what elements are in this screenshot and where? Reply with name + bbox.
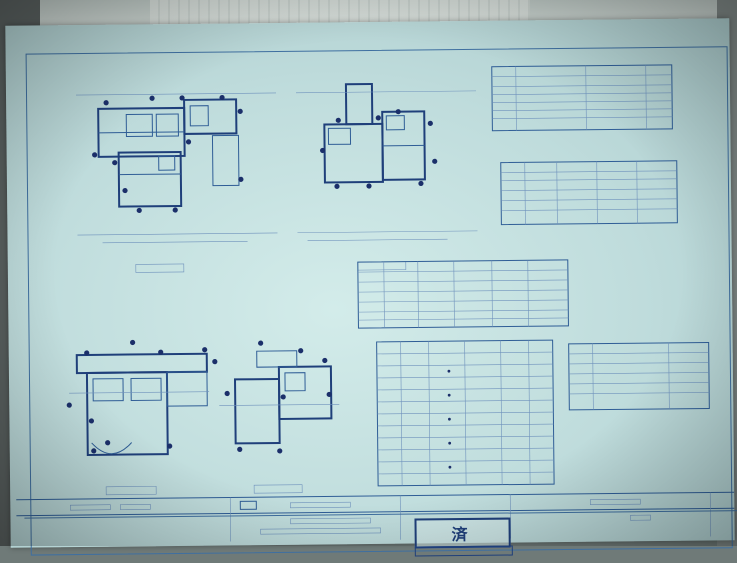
floor-plan-2 (296, 83, 478, 271)
table-5 (569, 342, 710, 409)
blueprint-sheet: 済 (5, 18, 734, 548)
table-4 (377, 340, 554, 486)
stamp-text: 済 (451, 521, 473, 545)
title-block (24, 510, 737, 563)
floor-plan-4 (219, 340, 341, 494)
table-1 (492, 65, 673, 131)
approval-stamp: 済 (414, 518, 510, 549)
table-2 (501, 161, 678, 225)
table-3 (358, 260, 569, 328)
floor-plan-3 (66, 339, 219, 495)
stamp-subline (415, 546, 513, 557)
floor-plan-1 (76, 93, 278, 273)
drawing-linework (5, 18, 734, 548)
